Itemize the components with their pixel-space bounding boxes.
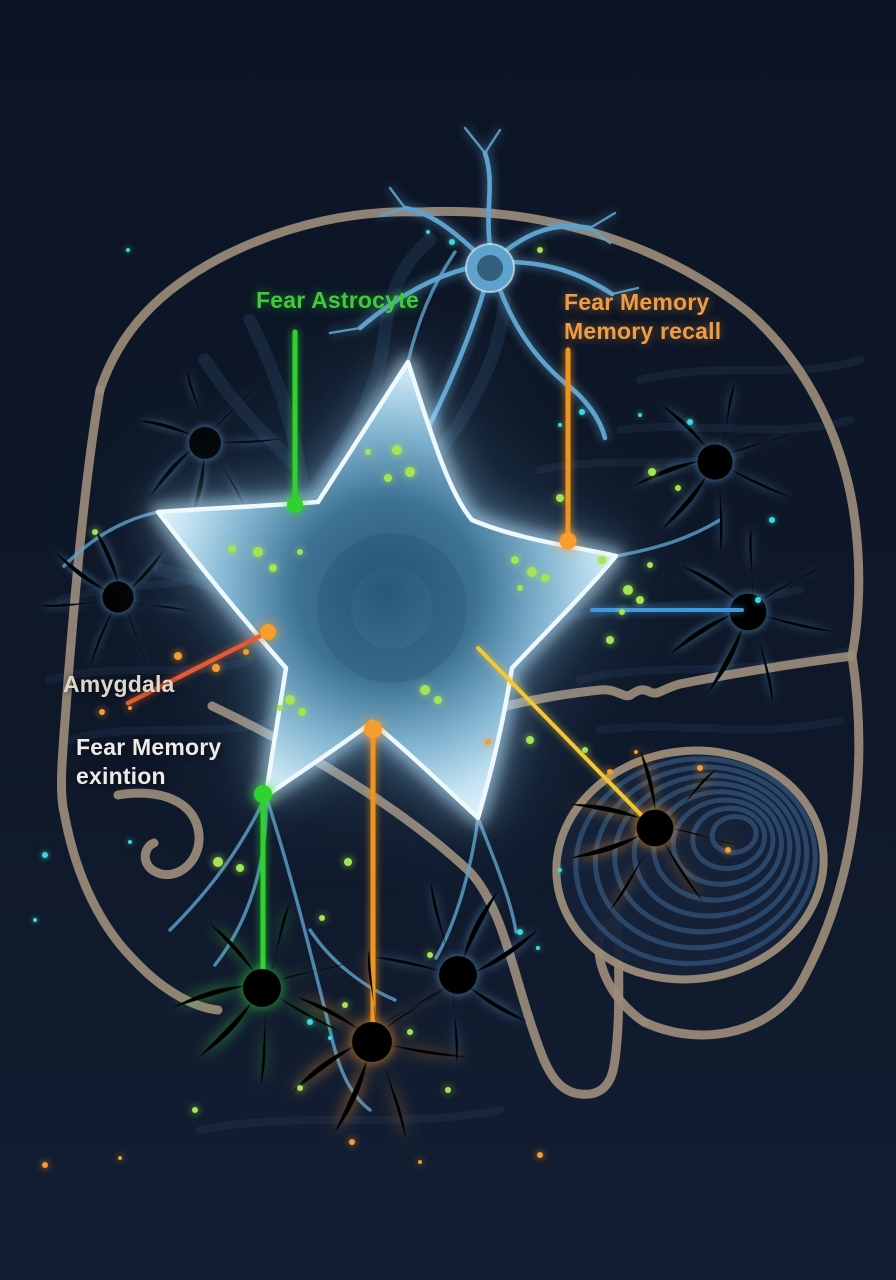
label-fear-memory-extinction-line1: Fear Memory <box>76 734 222 760</box>
leader-dot-orange-neuron <box>364 720 382 738</box>
leader-dot-fear-astrocyte <box>287 497 303 513</box>
label-fear-memory-extinction-line2: exintion <box>76 763 166 789</box>
neuron-top <box>328 126 640 556</box>
label-fear-memory-extinction: Fear Memory exintion <box>76 733 221 791</box>
left-hemisphere-outline <box>56 385 223 1015</box>
brain-outline <box>56 206 864 1099</box>
neurons-blue <box>20 126 857 1091</box>
neuron-right <box>641 502 857 726</box>
cerebellum <box>552 746 828 984</box>
leader-dot-green-neuron <box>254 785 272 803</box>
label-fear-memory-recall-line2: Memory recall <box>564 318 722 344</box>
label-fear-memory-recall: Fear Memory Memory recall <box>564 288 721 346</box>
cortex-outline <box>95 206 864 661</box>
label-fear-memory-recall-line1: Fear Memory <box>564 289 710 315</box>
annotation-lines <box>125 329 744 1035</box>
signal-dots <box>33 230 775 1168</box>
leader-dot-amygdala <box>260 624 276 640</box>
label-fear-astrocyte: Fear Astrocyte <box>256 287 420 313</box>
occipital-outline <box>639 651 864 1040</box>
leader-line-amygdala <box>125 629 271 706</box>
leader-line-cerebellum-neuron <box>476 646 654 828</box>
mid-fold-line <box>477 651 857 717</box>
temporal-fold-and-brainstem <box>207 701 624 1099</box>
temporal-curl <box>113 788 204 880</box>
astrocyte-star <box>150 354 624 826</box>
astrocyte-processes <box>62 250 722 1112</box>
background-branch-silhouettes <box>46 233 864 1134</box>
leader-dot-memory-recall <box>559 532 577 550</box>
label-amygdala: Amygdala <box>63 671 175 697</box>
